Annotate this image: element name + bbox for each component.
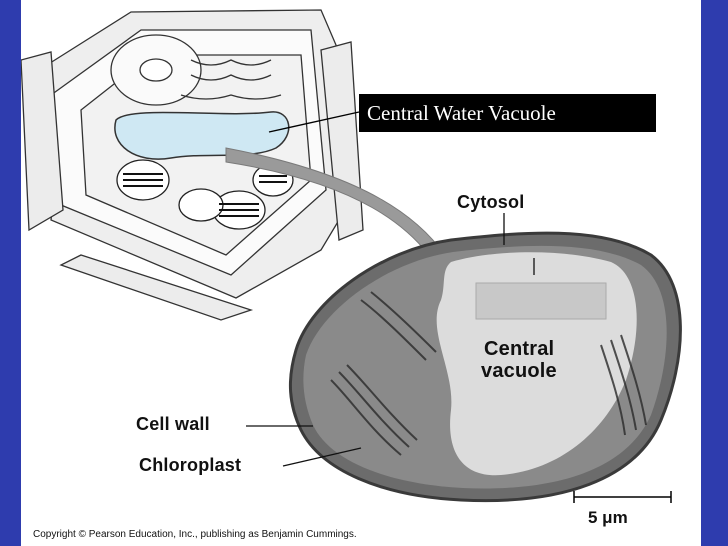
scale-bar-label: 5 μm [588, 508, 628, 527]
cell-diagram [21, 9, 682, 503]
scale-bar [573, 491, 672, 503]
label-central-vacuole-line2: vacuole [481, 360, 557, 382]
label-central-vacuole-line1: Central [484, 338, 555, 360]
callout-leader-line [268, 111, 360, 133]
central-vacuole-highlight [114, 111, 290, 160]
slide-canvas: Central Water Vacuole Cytosol Central va… [21, 0, 701, 546]
micrograph-cell [288, 231, 682, 503]
label-chloroplast: Chloroplast [139, 455, 242, 475]
plant-cell-illustration [21, 9, 364, 321]
callout-central-water-vacuole: Central Water Vacuole [359, 94, 656, 132]
label-cell-wall: Cell wall [136, 414, 210, 434]
label-cytosol: Cytosol [457, 192, 525, 212]
copyright-notice: Copyright © Pearson Education, Inc., pub… [33, 529, 357, 540]
label-leader-lines [246, 213, 535, 467]
